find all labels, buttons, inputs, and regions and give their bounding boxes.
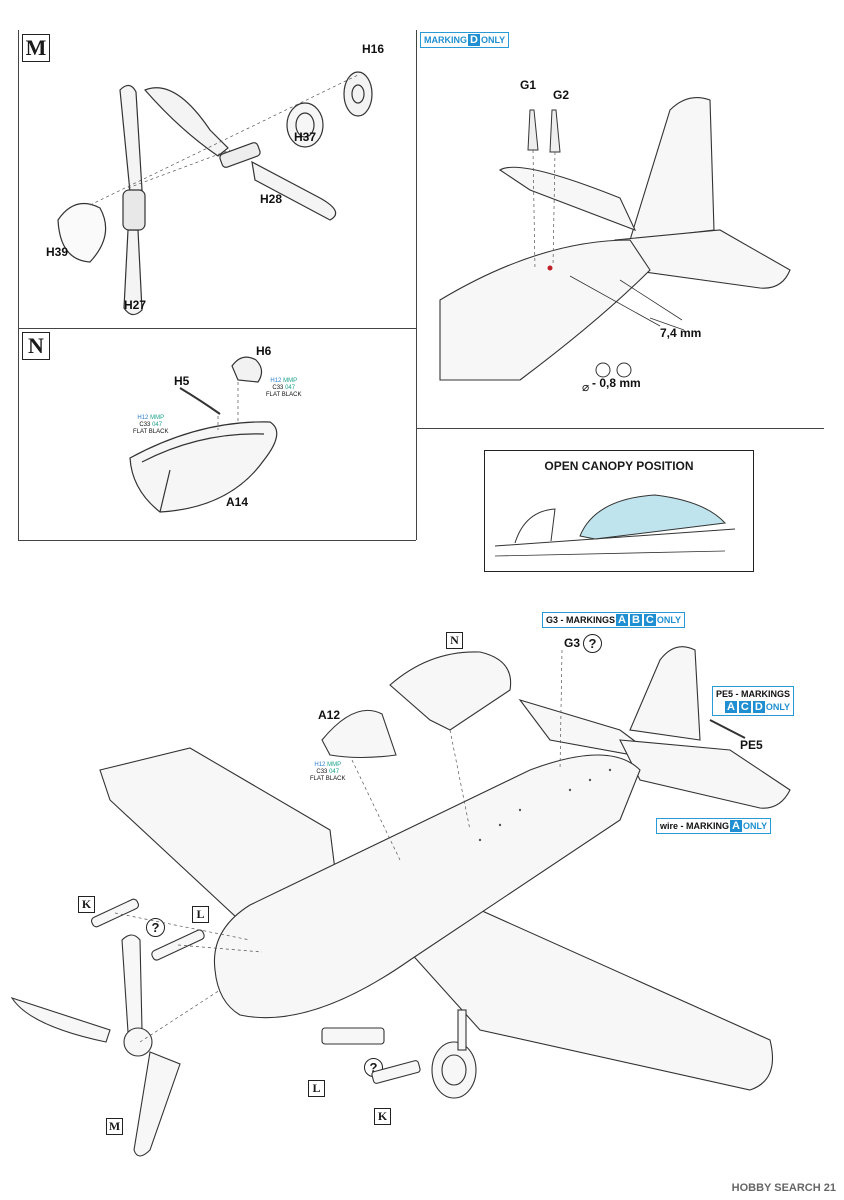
diameter-symbol: ⌀: [582, 380, 590, 394]
open-canopy-drawing: [494, 494, 736, 557]
divider-m-n: [18, 328, 416, 329]
part-label-h16: H16: [362, 42, 385, 56]
part-label-g1: G1: [520, 78, 537, 92]
part-label-h39: H39: [46, 245, 69, 259]
open-canopy-title: OPEN CANOPY POSITION: [544, 459, 694, 473]
canopy-frame-drawing: [129, 356, 278, 513]
divider-right-mid: [416, 428, 824, 429]
part-label-h37: H37: [294, 130, 317, 144]
divider-left-edge: [18, 30, 19, 540]
propeller-exploded-drawing: [57, 71, 373, 316]
step-n-ref-marker: N: [446, 632, 463, 649]
part-label-h27: H27: [124, 298, 147, 312]
tail-assembly-drawing: [439, 97, 791, 381]
part-label-pe5: PE5: [740, 738, 763, 752]
open-canopy-position-box: OPEN CANOPY POSITION: [484, 450, 754, 572]
part-label-a14: A14: [226, 495, 249, 509]
step-m-ref-marker: M: [106, 1118, 123, 1135]
part-label-a12: A12: [318, 708, 341, 722]
step-k-ref-marker-upper: K: [78, 896, 95, 913]
paint-callout-a14: H12 MMP C33 047 FLAT BLACK: [133, 415, 169, 435]
part-label-h5: H5: [174, 374, 190, 388]
part-label-h28: H28: [260, 192, 283, 206]
step-l-ref-marker-upper: L: [192, 906, 209, 923]
part-label-g2: G2: [553, 88, 570, 102]
step-n-marker: N: [22, 332, 50, 360]
step-l-ref-marker-lower: L: [308, 1080, 325, 1097]
page-number: 21: [823, 1182, 836, 1194]
divider-vertical-top: [416, 30, 417, 540]
aircraft-main-drawing: [10, 646, 791, 1157]
step-m-marker: M: [22, 34, 50, 62]
dimension-0-8mm: - 0,8 mm: [592, 376, 641, 390]
part-label-h6: H6: [256, 344, 272, 358]
divider-n-bottom: [18, 540, 416, 541]
optional-part-icon-k-upper: ?: [146, 918, 165, 937]
step-k-ref-marker-lower: K: [374, 1108, 391, 1125]
paint-callout-h6: H12 MMP C33 047 FLAT BLACK: [266, 378, 302, 398]
optional-part-icon-g3: ?: [583, 634, 602, 653]
part-label-g3: G3: [564, 636, 581, 650]
watermark: HOBBY SEARCH 21: [731, 1182, 836, 1194]
paint-callout-a12: H12 MMP C33 047 FLAT BLACK: [310, 762, 346, 782]
dimension-7-4mm: 7,4 mm: [660, 326, 702, 340]
